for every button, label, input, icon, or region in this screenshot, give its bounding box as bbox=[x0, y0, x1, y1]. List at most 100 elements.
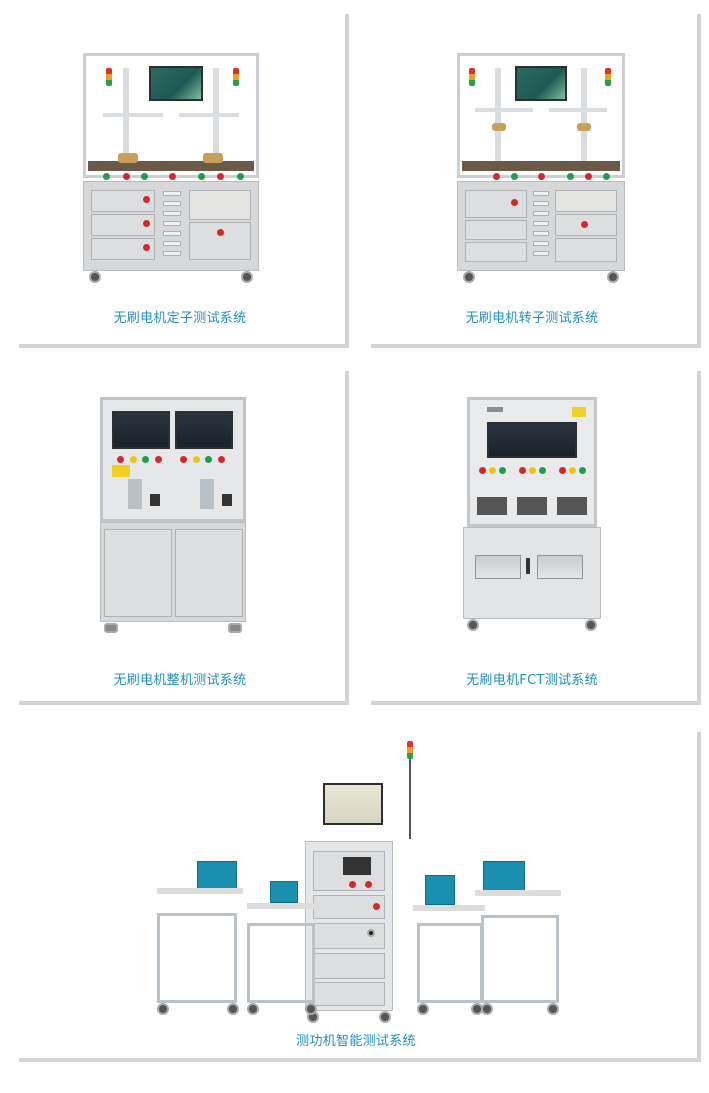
red-indicator bbox=[519, 467, 526, 474]
product-card-rotor[interactable]: 无刷电机转子测试系统 bbox=[367, 10, 697, 344]
red-button bbox=[585, 173, 592, 180]
vent-slot bbox=[533, 191, 549, 196]
product-image-complete[interactable] bbox=[100, 397, 260, 647]
power-button bbox=[143, 220, 150, 227]
fixture-column bbox=[581, 68, 587, 168]
fixture-station bbox=[477, 497, 507, 515]
green-indicator bbox=[499, 467, 506, 474]
signal-tower-icon bbox=[106, 68, 112, 86]
vent-slot bbox=[533, 251, 549, 256]
caster-wheel bbox=[607, 271, 619, 283]
vent-slot bbox=[533, 211, 549, 216]
red-indicator bbox=[218, 456, 225, 463]
product-image-stator[interactable] bbox=[83, 53, 283, 298]
blank-drawer bbox=[555, 238, 617, 262]
leveling-foot bbox=[104, 623, 118, 633]
red-indicator bbox=[155, 456, 162, 463]
instrument-drawer bbox=[91, 238, 155, 260]
fixture-crossbar bbox=[549, 108, 607, 112]
vent-slot bbox=[533, 201, 549, 206]
product-image-dyno[interactable] bbox=[135, 733, 595, 1023]
fixture-column bbox=[213, 68, 219, 168]
stator-part bbox=[118, 153, 138, 163]
fixture-column bbox=[495, 68, 501, 168]
fixture-station bbox=[557, 497, 587, 515]
power-button bbox=[143, 244, 150, 251]
vent-slot bbox=[163, 201, 181, 206]
rotor-part bbox=[577, 123, 591, 131]
vent-slot bbox=[163, 191, 181, 196]
blank-drawer bbox=[313, 982, 385, 1006]
caster-wheel bbox=[467, 619, 479, 631]
emergency-stop-button bbox=[169, 173, 176, 180]
red-button bbox=[493, 173, 500, 180]
dynamometer-unit bbox=[425, 875, 455, 905]
leveling-foot bbox=[228, 623, 242, 633]
product-image-fct[interactable] bbox=[463, 397, 607, 647]
cabinet-window-right bbox=[537, 555, 583, 579]
product-caption[interactable]: 无刷电机FCT测试系统 bbox=[466, 673, 598, 688]
blank-drawer bbox=[313, 953, 385, 979]
product-caption[interactable]: 测功机智能测试系统 bbox=[296, 1034, 416, 1049]
station-table bbox=[247, 903, 319, 909]
caster-wheel bbox=[417, 1003, 429, 1015]
fixture-crossbar bbox=[179, 113, 239, 117]
product-card-dyno[interactable]: 测功机智能测试系统 bbox=[15, 728, 697, 1058]
stator-part bbox=[203, 153, 223, 163]
red-button bbox=[365, 881, 372, 888]
product-image-rotor[interactable] bbox=[457, 53, 657, 298]
yellow-indicator bbox=[489, 467, 496, 474]
station-table bbox=[475, 890, 561, 896]
caster-wheel bbox=[89, 271, 101, 283]
product-caption[interactable]: 无刷电机整机测试系统 bbox=[113, 673, 247, 688]
station-table bbox=[157, 888, 243, 894]
red-indicator bbox=[479, 467, 486, 474]
instrument-drawer bbox=[555, 190, 617, 212]
signal-tower-icon bbox=[605, 68, 611, 86]
caster-wheel bbox=[227, 1003, 239, 1015]
ipc-panel bbox=[343, 857, 371, 875]
dynamometer-unit bbox=[197, 861, 237, 891]
blank-drawer bbox=[465, 242, 527, 262]
monitor-screen bbox=[515, 66, 567, 101]
vent-slot bbox=[163, 231, 181, 236]
green-button bbox=[603, 173, 610, 180]
warning-label bbox=[572, 407, 586, 417]
power-button bbox=[373, 903, 380, 910]
green-button bbox=[103, 173, 110, 180]
yellow-indicator bbox=[193, 456, 200, 463]
caster-wheel bbox=[247, 1003, 259, 1015]
green-indicator bbox=[579, 467, 586, 474]
product-card-complete[interactable]: 无刷电机整机测试系统 bbox=[15, 367, 345, 701]
aluminum-frame bbox=[417, 923, 483, 1003]
aluminum-frame bbox=[247, 923, 315, 1003]
yellow-indicator bbox=[529, 467, 536, 474]
product-caption[interactable]: 无刷电机转子测试系统 bbox=[465, 311, 599, 326]
green-button bbox=[237, 173, 244, 180]
instrument-drawer bbox=[313, 923, 385, 949]
fixture-crossbar bbox=[475, 108, 533, 112]
caster-wheel bbox=[157, 1003, 169, 1015]
work-plate bbox=[88, 161, 254, 171]
product-card-fct[interactable]: 无刷电机FCT测试系统 bbox=[367, 367, 697, 701]
caster-wheel bbox=[547, 1003, 559, 1015]
signal-tower-icon bbox=[407, 741, 413, 759]
caster-wheel bbox=[463, 271, 475, 283]
tower-pole bbox=[409, 759, 411, 839]
station-table bbox=[413, 905, 485, 911]
vent-slot bbox=[163, 241, 181, 246]
monitor-screen bbox=[175, 411, 233, 449]
caster-wheel bbox=[241, 271, 253, 283]
vent-slot bbox=[533, 221, 549, 226]
product-caption[interactable]: 无刷电机定子测试系统 bbox=[113, 311, 247, 326]
product-card-stator[interactable]: 无刷电机定子测试系统 bbox=[15, 10, 345, 344]
vent-slot bbox=[163, 211, 181, 216]
yellow-indicator bbox=[130, 456, 137, 463]
aluminum-frame bbox=[481, 915, 559, 1003]
work-plate bbox=[462, 161, 620, 171]
fixture-station bbox=[517, 497, 547, 515]
power-button bbox=[217, 229, 224, 236]
monitor-screen bbox=[112, 411, 170, 449]
power-button bbox=[581, 221, 588, 228]
signal-tower-icon bbox=[469, 68, 475, 86]
